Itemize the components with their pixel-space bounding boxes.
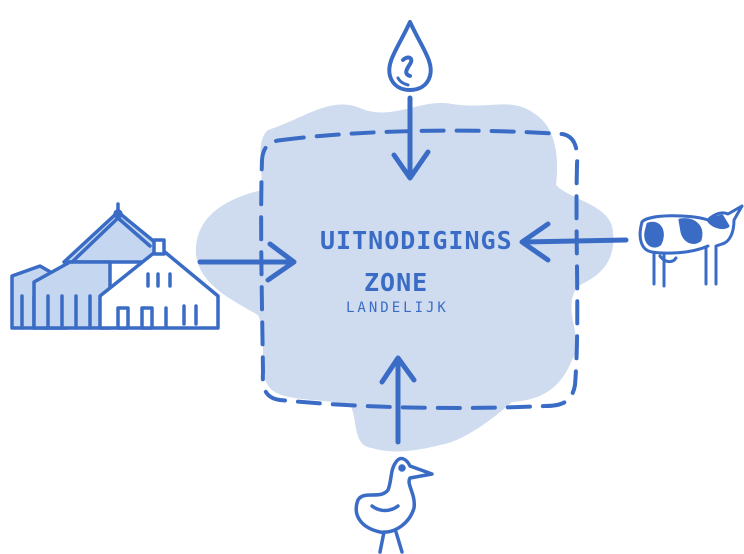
arrow-cow-to-zone xyxy=(519,221,629,263)
arrow-bird-to-zone xyxy=(379,355,417,445)
arrow-farm-to-zone xyxy=(197,241,297,283)
water-drop-icon xyxy=(387,20,433,92)
bird-icon xyxy=(354,456,434,554)
zone-title-line2: ZONE xyxy=(364,268,429,297)
cow-icon xyxy=(638,204,744,288)
zone-title-line1: UITNODIGINGS xyxy=(320,226,513,255)
zone-blob xyxy=(195,103,614,452)
zone-subtitle: LANDELIJK xyxy=(346,300,449,316)
farmhouse-icon xyxy=(10,202,220,330)
arrow-drop-to-zone xyxy=(391,95,431,181)
